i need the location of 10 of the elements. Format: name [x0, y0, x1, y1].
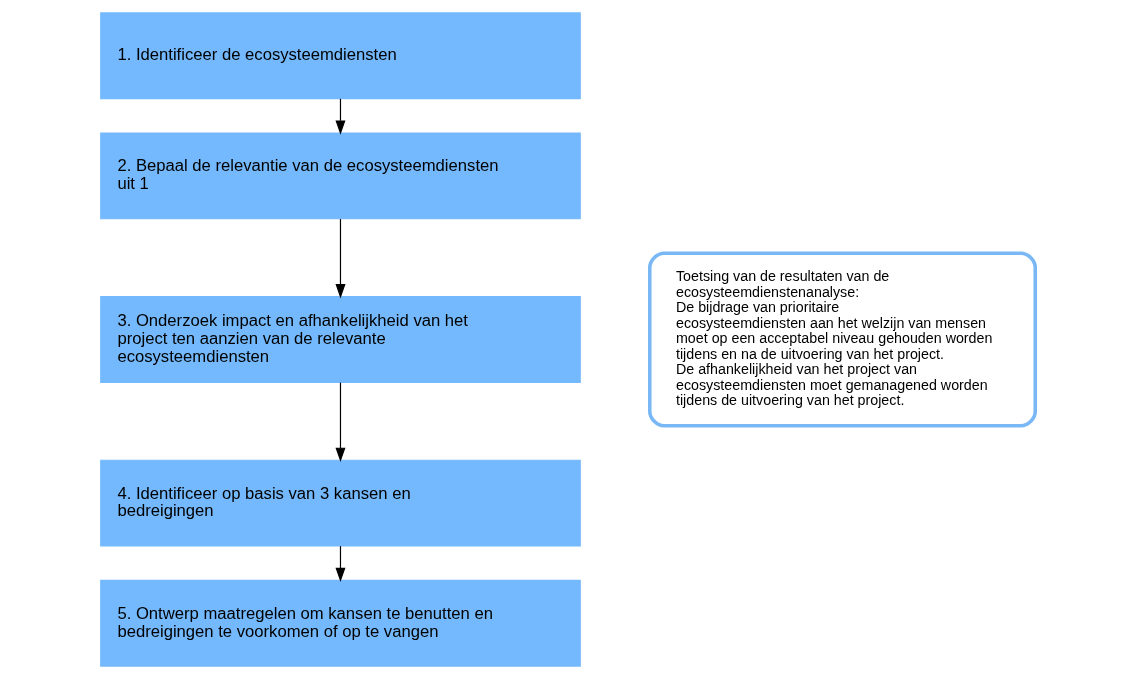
node-box: 3. Onderzoek impact en afhankelijkheid van het project ten aanzien van de relevante ecosysteemdiensten [99, 296, 581, 383]
arrow [334, 218, 345, 299]
node-box: 4. Identificeer op basis van 3 kansen en bedreigingen [99, 459, 581, 547]
arrow [334, 545, 345, 583]
node-box: 1. Identificeer de ecosysteemdiensten [99, 12, 581, 100]
arrow [334, 382, 345, 462]
node-box: Toetsing van de resultaten van de ecosysteemdienstenanalyse: De bijdrage van prioritaire ecosysteemdiensten aan het welzijn van mensen moet op een acceptabel niveau gehouden worden tijdens en na de uitvoering van het project. De afhankelijkheid van het project van ecosysteemdiensten moet gemanagened worden tijdens de uitvoering van het project. [647, 251, 1037, 428]
node-box: 2. Bepaal de relevantie van de ecosysteemdiensten uit 1 [99, 132, 581, 220]
arrow [334, 98, 345, 135]
node-box: 5. Ontwerp maatregelen om kansen te benutten en bedreigingen te voorkomen of op te vangen [99, 579, 581, 667]
